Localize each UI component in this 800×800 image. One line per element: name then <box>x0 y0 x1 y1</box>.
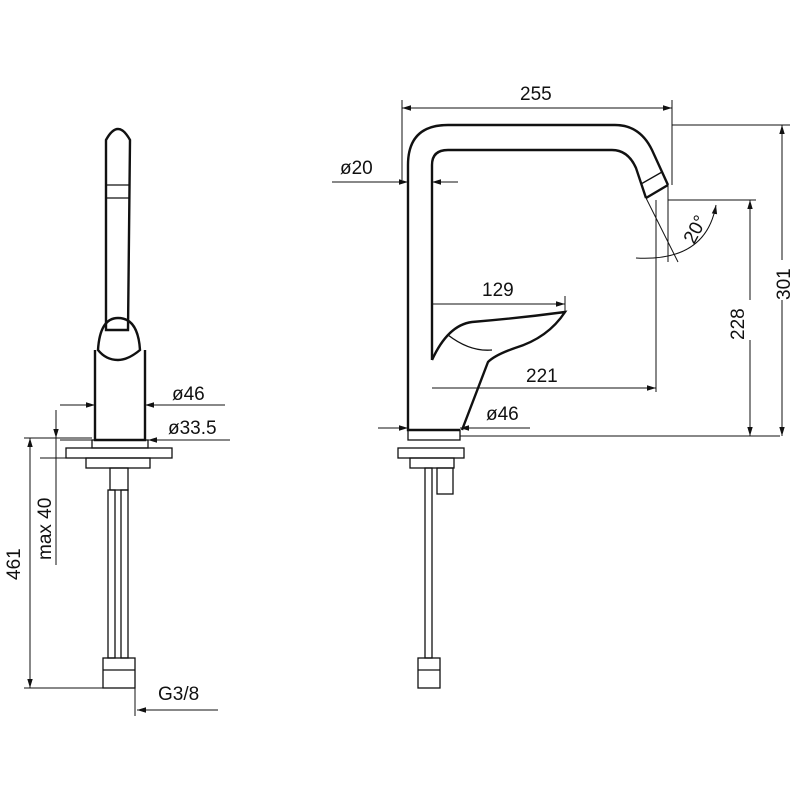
side-aerator <box>645 183 669 200</box>
label-461: 461 <box>4 548 25 580</box>
front-mount-nut <box>109 467 129 491</box>
side-base-ring <box>407 429 461 441</box>
side-mount-nut <box>436 467 454 495</box>
label-side-dia46: ø46 <box>486 404 519 425</box>
front-base-plate <box>65 447 173 459</box>
side-hose-nut <box>417 657 441 689</box>
front-hose <box>107 489 116 659</box>
side-hose <box>424 467 433 659</box>
label-129: 129 <box>482 280 514 301</box>
front-hose-nut <box>102 657 136 689</box>
front-body <box>93 350 147 442</box>
label-front-dia46: ø46 <box>172 384 205 405</box>
side-body <box>406 360 460 432</box>
front-lever <box>96 316 142 362</box>
label-front-dia33: ø33.5 <box>168 418 217 439</box>
label-255: 255 <box>520 84 552 105</box>
front-spout <box>104 127 132 332</box>
label-dia20: ø20 <box>340 158 373 179</box>
label-301: 301 <box>774 268 795 300</box>
label-221: 221 <box>526 366 558 387</box>
label-max40: max 40 <box>35 498 56 560</box>
side-spout-outer <box>406 123 670 360</box>
side-spout-inner <box>430 148 648 360</box>
label-228: 228 <box>728 308 749 340</box>
front-view: ø46 ø33.5 max 40 461 G3/8 <box>4 127 230 716</box>
label-angle: 20° <box>680 212 712 247</box>
side-view: 255 ø20 20° 129 221 ø46 228 3 <box>332 84 795 689</box>
label-g38: G3/8 <box>158 684 199 705</box>
side-base-plate <box>397 447 465 459</box>
